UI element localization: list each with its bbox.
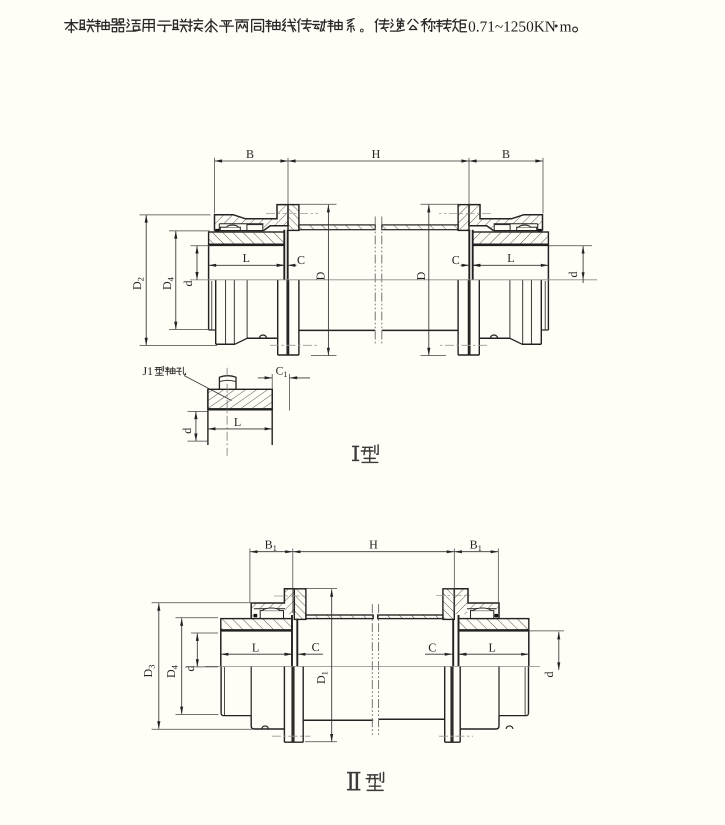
svg-text:H: H — [372, 147, 381, 161]
svg-text:d: d — [181, 281, 195, 287]
svg-text:0.71~1250KN: 0.71~1250KN — [468, 19, 556, 36]
svg-text:L: L — [243, 251, 250, 265]
svg-text:d: d — [183, 666, 197, 672]
svg-text:d: d — [180, 428, 194, 434]
svg-text:d: d — [566, 272, 580, 278]
svg-text:L: L — [234, 415, 241, 429]
svg-text:J1: J1 — [143, 364, 154, 378]
svg-text:m: m — [560, 19, 572, 36]
svg-text:D: D — [414, 271, 428, 280]
svg-text:D: D — [313, 271, 327, 280]
svg-text:C: C — [312, 640, 320, 654]
svg-text:L: L — [489, 641, 496, 655]
svg-text:C1: C1 — [276, 366, 288, 380]
svg-text:C: C — [297, 253, 305, 267]
svg-text:B: B — [502, 147, 510, 161]
svg-text:d: d — [542, 672, 556, 678]
svg-text:L: L — [507, 251, 514, 265]
svg-text:H: H — [369, 538, 378, 552]
svg-text:C: C — [428, 640, 436, 654]
svg-text:L: L — [252, 641, 259, 655]
svg-text:B: B — [246, 147, 254, 161]
svg-text:C: C — [452, 253, 460, 267]
